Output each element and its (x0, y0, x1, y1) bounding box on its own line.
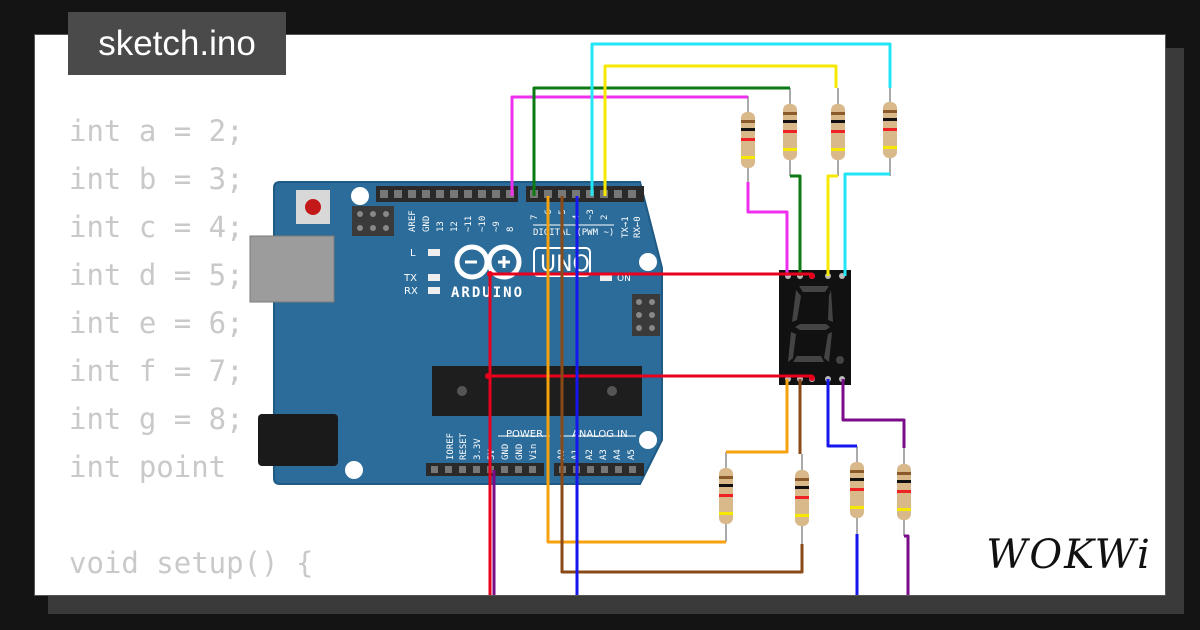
pin-label: A2 (585, 449, 595, 460)
pin-label: 12 (450, 221, 460, 232)
code-line: pinMode(a, OUTPUT); (69, 587, 436, 595)
mount-hole (639, 253, 657, 271)
led-tx-label: TX (403, 273, 417, 284)
wire-yellow-display (826, 174, 838, 276)
power-jack (258, 414, 338, 466)
code-line: int a = 2; (69, 114, 244, 148)
pin-label: A3 (599, 449, 609, 460)
pin-label: 13 (436, 221, 446, 232)
resistor-bottom-2[interactable] (795, 454, 809, 544)
pin-label: GND (501, 444, 511, 460)
code-line: int point (69, 450, 227, 484)
pin-label: TX→1 (621, 216, 631, 238)
wire-orange-display (726, 379, 789, 454)
resistor-top-3[interactable] (831, 88, 845, 176)
resistor-top-4[interactable] (883, 88, 897, 176)
code-line: int e = 6; (69, 306, 244, 340)
code-line: int b = 3; (69, 162, 244, 196)
power-header (426, 463, 544, 476)
seven-segment-display[interactable] (779, 270, 851, 385)
code-line: void setup() { (69, 546, 314, 580)
pin-label: Vin (529, 444, 539, 460)
wire-yellow (603, 64, 838, 196)
led-l-label: L (410, 248, 416, 259)
file-tab[interactable]: sketch.ino (68, 12, 286, 75)
pin-label: 7 (530, 215, 540, 220)
wokwi-logo: WOKWi (974, 522, 1164, 588)
mount-hole (351, 187, 369, 205)
arduino-uno-board[interactable]: AREF GND 13 12 ~11 ~10 ~9 8 7 ~6 ~5 4 ~3… (249, 181, 663, 485)
code-line: int c = 4; (69, 210, 244, 244)
mount-hole (345, 461, 363, 479)
board-brand: ARDUINO (451, 285, 524, 301)
pin-label: 3.3V (473, 438, 483, 460)
led-rx-label: RX (404, 286, 418, 297)
wire-cyan (590, 42, 892, 196)
code-line: int g = 8; (69, 402, 244, 436)
wire-magenta-display (746, 182, 789, 276)
pin-label: A5 (627, 449, 637, 460)
pin-label: RX←0 (633, 216, 643, 238)
pin-label: ~3 (586, 209, 596, 220)
led-tx (428, 274, 440, 281)
pin-label: GND (422, 216, 432, 232)
digital-label: DIGITAL (PWM ~) (533, 228, 614, 238)
pin-label: ~9 (492, 221, 502, 232)
mount-hole (639, 431, 657, 449)
resistor-top-1[interactable] (741, 96, 755, 182)
resistor-bottom-4[interactable] (897, 448, 911, 536)
atmega-chip (432, 366, 642, 416)
wire-green-display (790, 174, 802, 276)
pin-label: A4 (613, 449, 623, 460)
wire-orange (546, 196, 726, 544)
digital-header-right (526, 186, 644, 202)
icsp-header (352, 206, 394, 236)
code-line: int d = 5; (69, 258, 244, 292)
code-editor: int a = 2; int b = 3; int c = 4; int d = 5;… (69, 107, 436, 595)
wire-brown (560, 196, 804, 574)
resistor-bottom-3[interactable] (850, 446, 864, 534)
wire-purple-display (841, 379, 906, 448)
wire-purple-down (904, 534, 910, 595)
reset-button[interactable] (296, 190, 330, 224)
power-label: POWER (506, 429, 543, 440)
analog-label: ANALOG IN (572, 429, 628, 440)
led-l (428, 249, 440, 256)
pin-label: ~10 (478, 216, 488, 232)
pin-label: 2 (600, 215, 610, 220)
wire-blue-display (826, 379, 857, 448)
code-line: int f = 7; (69, 354, 244, 388)
pin-label: 5V (487, 449, 497, 460)
pin-label: RESET (459, 432, 469, 460)
wire-green (532, 86, 790, 196)
icsp2-header (632, 294, 660, 336)
pin-label: AREF (408, 210, 418, 232)
wire-cyan-display (843, 172, 890, 276)
pin-label: GND (515, 444, 525, 460)
pin-label: IOREF (446, 433, 456, 460)
arduino-infinity-icon (454, 244, 522, 280)
resistor-top-2[interactable] (783, 88, 797, 176)
pin-label: ~11 (464, 216, 474, 232)
wire-magenta (510, 95, 748, 196)
led-on-label: ON (617, 274, 631, 284)
led-rx (428, 287, 440, 294)
resistor-bottom-1[interactable] (719, 452, 733, 542)
pin-label: 8 (506, 227, 516, 232)
led-on (600, 274, 612, 281)
usb-port (249, 235, 335, 303)
